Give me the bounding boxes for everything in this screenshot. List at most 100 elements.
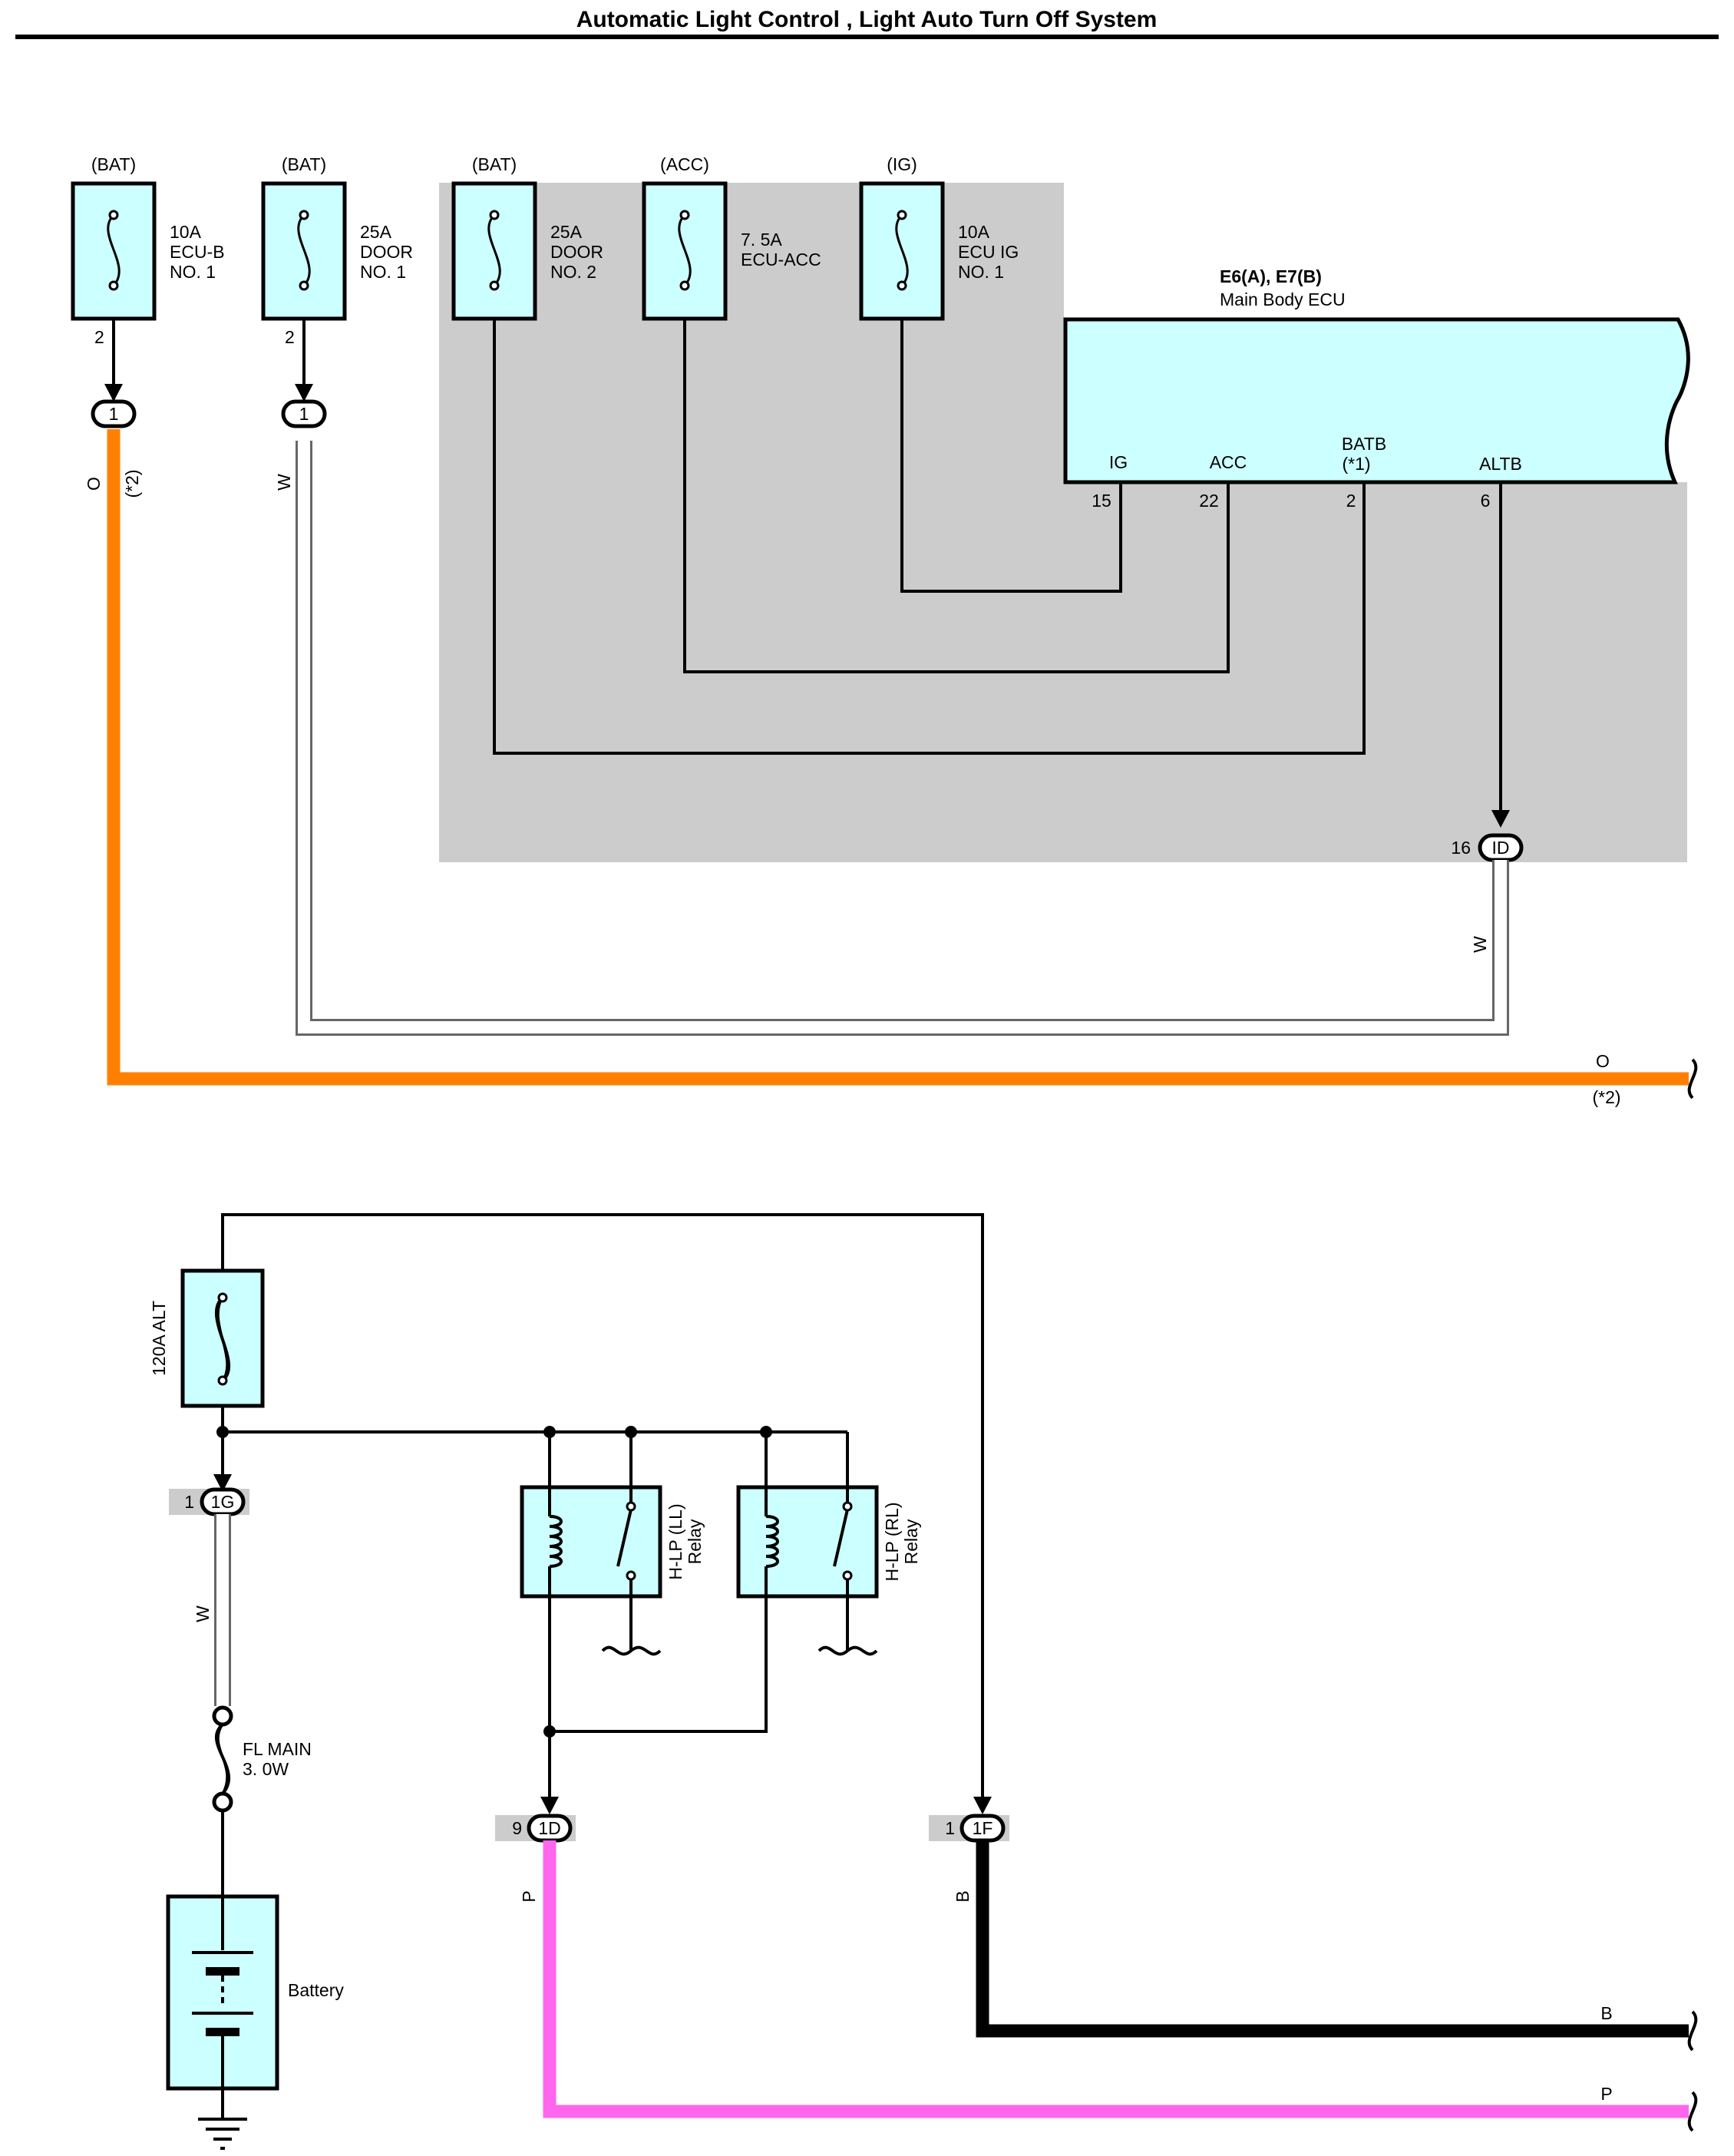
connector-code: 1G: [211, 1492, 235, 1512]
wire-color-b-right: B: [1600, 2003, 1612, 2023]
connector-1g: 1 1G: [169, 1487, 249, 1516]
relay-word: Relay: [901, 1519, 921, 1564]
ecu-pin-num-22: 22: [1199, 491, 1219, 511]
fuse-rating: 25A: [550, 222, 583, 242]
wire-color-o: O: [84, 477, 104, 491]
fuse-number: NO. 1: [170, 262, 216, 282]
fuse-door-no2: (BAT) 25A DOOR NO. 2: [451, 154, 603, 321]
arrow-1g: [213, 1474, 232, 1492]
fuse-source-label: (BAT): [472, 154, 517, 174]
fl-main-rating: 3. 0W: [243, 1759, 289, 1779]
relay-output-junction: [543, 1725, 556, 1738]
wire-color-w-right: W: [1470, 936, 1490, 953]
fuse-pin: 2: [285, 327, 295, 347]
wire-color-w-bottom: W: [193, 1605, 213, 1622]
relay-h-lp-rl: H-LP (RL) Relay: [736, 1485, 921, 1656]
ecu-pin-label-acc: ACC: [1210, 452, 1247, 472]
arrow-left-1: [104, 384, 123, 402]
wire-break-orange: [1687, 1058, 1698, 1099]
fuse-number: NO. 1: [360, 262, 406, 282]
wire-color-o-right: O: [1596, 1051, 1610, 1071]
black-wire: [976, 1840, 1689, 2038]
connector-code: 1: [299, 404, 309, 424]
fuse-number: NO. 1: [958, 262, 1004, 282]
fl-main-name: FL MAIN: [243, 1739, 312, 1759]
connector-code: 1F: [973, 1818, 993, 1838]
fuse-name: DOOR: [550, 242, 603, 262]
fuse-rating: 10A: [958, 222, 990, 242]
relay-name: H-LP (RL): [882, 1502, 902, 1581]
wire-break-black: [1687, 2010, 1698, 2052]
fuse-rating: 10A: [170, 222, 202, 242]
fuse-source-label: (IG): [887, 154, 917, 174]
main-body-ecu: E6(A), E7(B) Main Body ECU IG ACC BATB (…: [1063, 266, 1690, 511]
fuse-name: ECU IG: [958, 242, 1019, 262]
ecu-connectors: E6(A), E7(B): [1220, 266, 1322, 286]
connector-code: ID: [1492, 838, 1510, 858]
ecu-pin-num-15: 15: [1092, 491, 1111, 511]
fuse-ecu-ig-no1: (IG) 10A ECU IG NO. 1: [859, 154, 1019, 321]
orange-wire: [107, 429, 1689, 1086]
fuse-rating: 7. 5A: [741, 230, 782, 250]
fusible-link-fl-main: FL MAIN 3. 0W: [212, 1705, 312, 1813]
bus-junctions: [216, 1426, 772, 1438]
fuse-pin: 2: [94, 327, 104, 347]
arrow-1d: [540, 1797, 559, 1814]
ecu-pin-num-2: 2: [1346, 491, 1356, 511]
relay-h-lp-ll: H-LP (LL) Relay: [520, 1485, 705, 1656]
fuse-ecu-acc: (ACC) 7. 5A ECU-ACC: [642, 154, 821, 321]
ecu-pin-num-6: 6: [1481, 491, 1491, 511]
arrow-1f: [973, 1797, 992, 1814]
fuse-label: 120A ALT: [149, 1301, 169, 1376]
fuse-number: NO. 2: [550, 262, 596, 282]
ecu-feed-wires: [493, 319, 1502, 823]
arrow-id: [1491, 810, 1510, 828]
connector-pin: 16: [1451, 838, 1471, 858]
fuse-name: ECU-B: [170, 242, 225, 262]
ecu-pin-sub-batb: (*1): [1342, 454, 1370, 474]
connector-left-1: 1: [91, 399, 137, 428]
wire-color-p-right: P: [1600, 2084, 1612, 2104]
ecu-pin-label-batb: BATB: [1342, 434, 1386, 454]
fuse-source-label: (BAT): [282, 154, 326, 174]
connector-code: 1D: [538, 1818, 560, 1838]
relay-bus: [221, 1406, 849, 1490]
fuse-name: DOOR: [360, 242, 413, 262]
ecu-name: Main Body ECU: [1220, 289, 1346, 309]
shaded-area: [439, 183, 1687, 862]
wire-break-pink: [1687, 2091, 1698, 2132]
battery-label: Battery: [288, 1980, 344, 2000]
fuse-source-label: (ACC): [660, 154, 709, 174]
fuse-door-no1: (BAT) 25A DOOR NO. 1 2: [261, 154, 413, 347]
connector-id: 16 ID: [1451, 833, 1524, 862]
wire-alt-bus: [221, 1213, 984, 1812]
connector-code: 1: [109, 404, 119, 424]
fuse-120a-alt: 120A ALT: [149, 1268, 265, 1408]
arrow-left-2: [295, 384, 313, 402]
wire-color-w-left: W: [274, 474, 294, 491]
fuse-rating: 25A: [360, 222, 392, 242]
pink-wire: [543, 1840, 1689, 2118]
wire-note-o-right: (*2): [1592, 1087, 1620, 1107]
connector-1d: 9 1D: [495, 1814, 576, 1843]
connector-pin: 1: [184, 1492, 194, 1512]
connector-1f: 1 1F: [929, 1814, 1009, 1843]
ecu-pin-label-altb: ALTB: [1479, 454, 1522, 474]
wire-color-b: B: [953, 1890, 973, 1902]
fuse-name: ECU-ACC: [741, 250, 821, 270]
fuse-source-label: (BAT): [91, 154, 136, 174]
white-wire-altb: [296, 441, 1509, 1036]
relay-output-wires: [548, 1596, 768, 1812]
fuse-ecu-b-no1: (BAT) 10A ECU-B NO. 1 2: [71, 154, 225, 347]
relay-name: H-LP (LL): [666, 1503, 685, 1579]
wire-note-o: (*2): [122, 469, 142, 498]
diagram-title: Automatic Light Control , Light Auto Tur…: [576, 7, 1158, 32]
connector-left-2: 1: [281, 399, 327, 428]
wire-color-p: P: [519, 1890, 539, 1902]
connector-pin: 9: [512, 1818, 522, 1838]
battery: Battery: [166, 1894, 344, 2119]
ground-icon: [198, 2118, 247, 2150]
connector-pin: 1: [945, 1818, 955, 1838]
ecu-pin-label-ig: IG: [1109, 452, 1128, 472]
